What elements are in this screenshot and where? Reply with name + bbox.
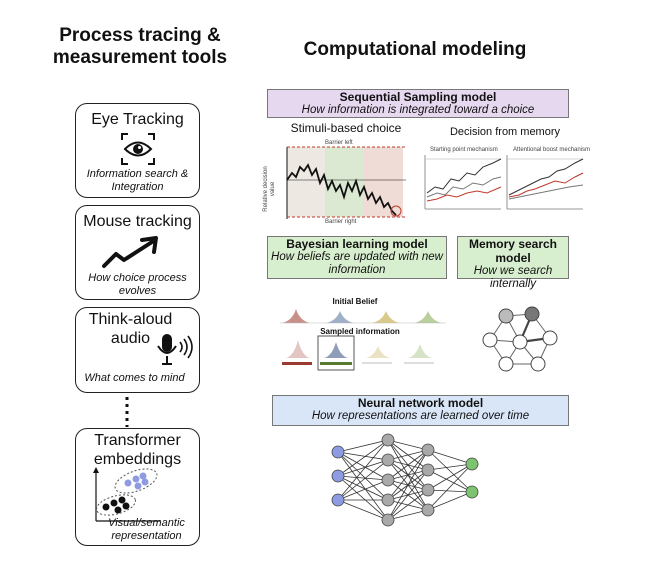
band-desc: How we search internally [473, 265, 553, 290]
nn-connection [337, 475, 389, 481]
nn-connection [427, 449, 473, 493]
nn-connection [337, 479, 389, 501]
barrier-right-label: Barrier right [325, 219, 357, 225]
nn-connection [337, 451, 389, 481]
initial-belief-label: Initial Belief [332, 297, 378, 306]
sub-label-memory: Decision from memory [449, 126, 561, 138]
hidden-node [381, 433, 395, 447]
barrier-left-label: Barrier left [325, 140, 353, 146]
tool-desc: What comes to mind [84, 372, 185, 384]
band-title: Sequential Sampling model [339, 90, 497, 104]
nn-connection [337, 499, 389, 521]
nn-connection [337, 451, 389, 461]
nn-connection [427, 489, 473, 493]
band-title: Neural network model [357, 396, 484, 410]
nn-connection [427, 463, 473, 491]
hidden-node [381, 453, 395, 467]
hidden-node [421, 463, 435, 477]
nn-connection [427, 469, 473, 493]
nn-connection [427, 491, 473, 511]
tool-title: Think-aloud audio [88, 311, 173, 347]
nn-connection [427, 449, 473, 465]
nn-connection [387, 469, 429, 521]
microphone-icon [157, 334, 193, 365]
input-node [331, 445, 345, 459]
neural-network-diagram [331, 433, 479, 527]
input-node [331, 493, 345, 507]
nn-connection [427, 463, 473, 511]
sampled-information-curves [282, 335, 434, 371]
tool-desc: How choice process evolves [88, 272, 187, 297]
nn-connection [337, 459, 389, 477]
nn-connection [387, 489, 429, 521]
sequential-sampling-band: Sequential Sampling model How informatio… [267, 89, 569, 118]
hidden-node [421, 483, 435, 497]
eye-icon [121, 133, 155, 165]
memory-network-graph [482, 306, 558, 372]
output-node [465, 485, 479, 499]
nn-connection [387, 509, 429, 521]
tool-desc: Visual/semantic representation [108, 517, 185, 542]
band-desc: How information is integrated toward a c… [301, 104, 535, 116]
hidden-node [421, 503, 435, 517]
nn-connection [337, 439, 389, 453]
nn-connection [387, 449, 429, 481]
tool-title: Eye Tracking [91, 111, 184, 128]
tool-card-transformer: Transformer embeddings Visual/semantic r… [75, 428, 200, 546]
initial-belief-curves [280, 309, 446, 324]
nn-connection [337, 475, 389, 501]
nn-connection [337, 475, 389, 521]
memory-search-band: Memory search model How we search intern… [457, 236, 569, 290]
neural-network-band: Neural network model How representations… [272, 395, 569, 426]
tool-card-think-aloud: Think-aloud audio What comes to mind [75, 307, 200, 393]
memory-panel-a [424, 155, 502, 210]
tool-card-eye-tracking: Eye Tracking Information search & Integr… [75, 103, 200, 198]
nn-connection [387, 439, 429, 451]
nn-connection [337, 459, 389, 501]
nn-connection [387, 449, 429, 521]
tool-title: Transformer embeddings [93, 432, 182, 468]
nn-connection [387, 449, 429, 461]
nn-connection [337, 439, 389, 477]
nn-connection [427, 463, 473, 471]
hidden-node [381, 493, 395, 507]
bayesian-band: Bayesian learning model How beliefs are … [267, 236, 447, 279]
trend-arrow-icon [102, 236, 158, 268]
hidden-node [381, 513, 395, 527]
panel-b-title: Attentional boost mechanism [513, 147, 591, 153]
y-axis-label: Relative decision value [263, 166, 276, 212]
input-node [331, 469, 345, 483]
panel-a-title: Starting point mechanism [430, 147, 498, 153]
output-node [465, 457, 479, 471]
nn-connection [387, 449, 429, 501]
embedding-cluster-icon [93, 467, 160, 522]
tool-card-mouse-tracking: Mouse tracking How choice process evolve… [75, 205, 200, 300]
tool-title: Mouse tracking [83, 213, 192, 230]
nn-connection [337, 439, 389, 501]
nn-connection [337, 451, 389, 501]
band-title: Memory search model [468, 237, 558, 265]
nn-connection [337, 451, 389, 521]
right-title: Computational modeling [303, 39, 527, 60]
sampled-information-label: Sampled information [320, 327, 400, 336]
dotted-connector [125, 397, 129, 427]
band-title: Bayesian learning model [286, 237, 428, 251]
band-desc: How representations are learned over tim… [311, 410, 530, 422]
left-title: Process tracing & measurement tools [52, 25, 228, 68]
hidden-node [421, 443, 435, 457]
ssm-trace-plot [286, 146, 406, 219]
memory-panel-b [506, 155, 584, 210]
tool-desc: Information search & Integration [86, 168, 189, 193]
sub-label-stimuli: Stimuli-based choice [290, 121, 402, 135]
band-desc: How beliefs are updated with new informa… [271, 251, 443, 276]
hidden-node [381, 473, 395, 487]
